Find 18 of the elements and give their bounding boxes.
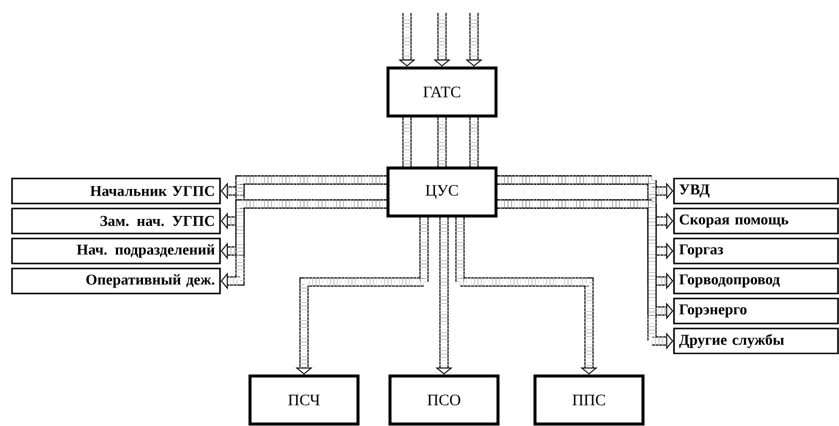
unit-box: ГАТС [386, 66, 498, 118]
unit-box: ППС [534, 374, 644, 426]
staff-box: Нач. подразделений [11, 238, 221, 264]
service-box: Горгаз [673, 238, 839, 264]
staff-box: Оперативный деж. [11, 268, 221, 294]
staff-box: Начальник УГПС [11, 178, 221, 204]
service-box: Горводопровод [673, 268, 839, 294]
service-box: УВД [673, 178, 839, 204]
connector-arrow [220, 199, 386, 290]
service-box: Горэнерго [673, 298, 839, 324]
staff-box: Зам. нач. УГПС [11, 208, 221, 234]
unit-box: ЦУС [386, 166, 498, 218]
unit-box: ПСЧ [248, 374, 360, 426]
connector-arrow [220, 175, 386, 260]
service-box: Другие службы [673, 328, 839, 354]
service-box: Скорая помощь [673, 208, 839, 234]
connector-arrow [455, 218, 598, 374]
unit-box: ПСО [388, 374, 500, 426]
